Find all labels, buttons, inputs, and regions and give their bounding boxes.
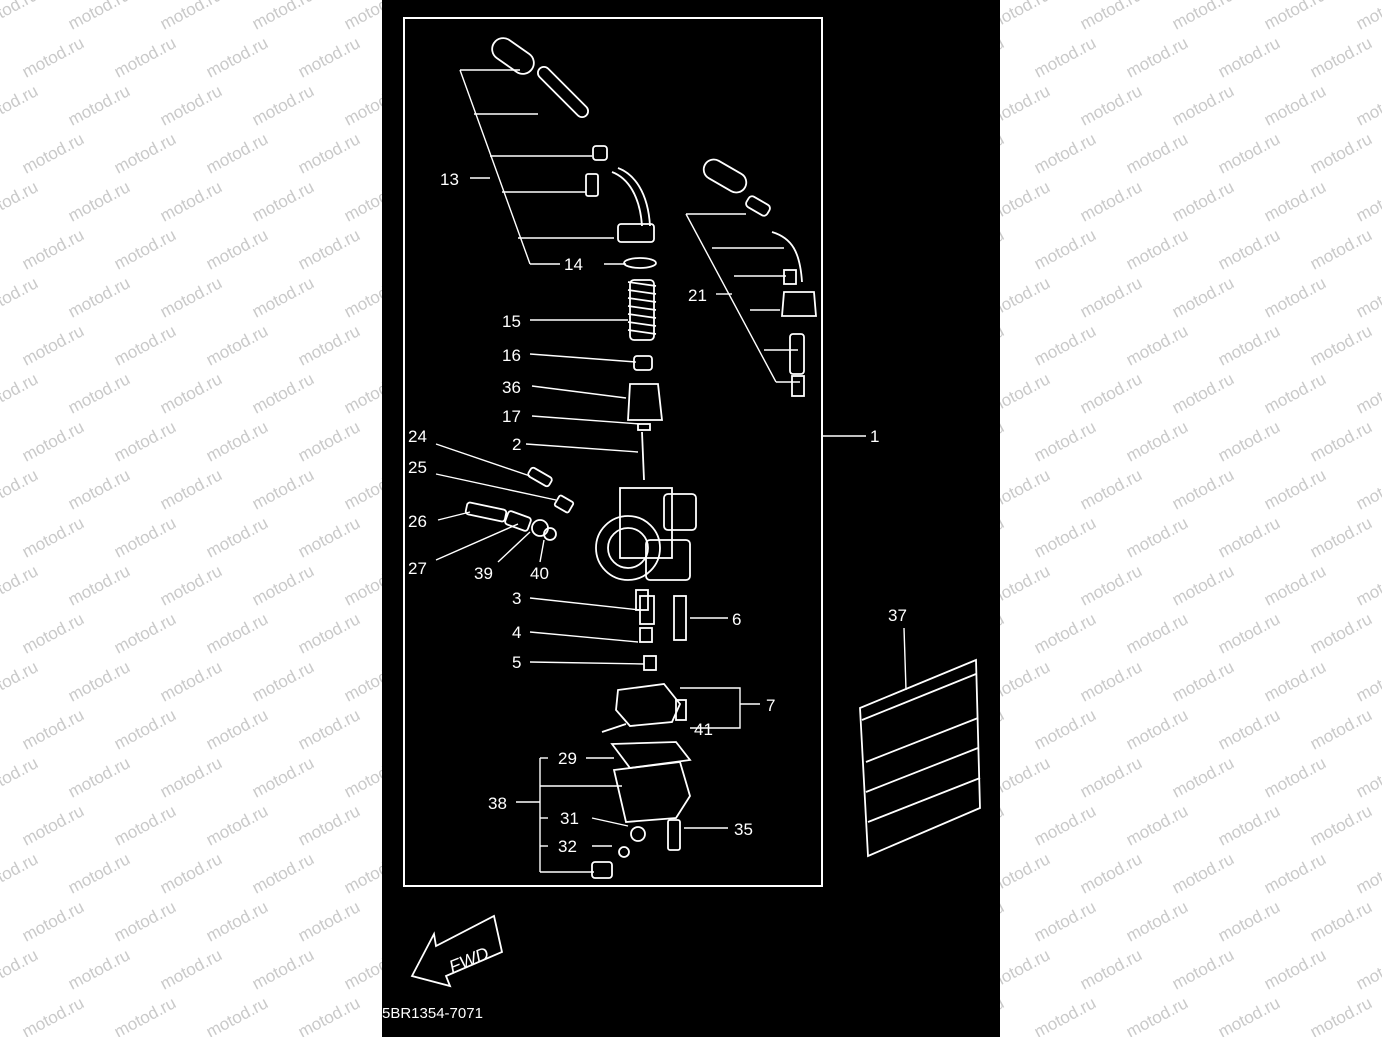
callout-label-17: 17 <box>502 407 521 426</box>
washer-32-part <box>618 846 630 858</box>
retainer-part <box>633 355 653 371</box>
jet-6-part <box>673 595 687 641</box>
leader-lines <box>435 69 907 873</box>
float-part <box>615 683 682 727</box>
callout-label-2: 2 <box>512 435 521 454</box>
callout-label-27: 27 <box>408 559 427 578</box>
washer-39-part <box>531 519 549 537</box>
callout-label-3: 3 <box>512 589 521 608</box>
o-ring-40-part <box>543 527 557 541</box>
washer-31-part <box>630 826 646 842</box>
callout-label-32: 32 <box>558 837 577 856</box>
jet-needle-part <box>641 431 645 481</box>
needle-valve-part <box>675 699 687 721</box>
callout-label-36: 36 <box>502 378 521 397</box>
assembly-frame <box>403 17 823 887</box>
spring-27-part <box>504 510 532 532</box>
callout-label-25: 25 <box>408 458 427 477</box>
callout-label-16: 16 <box>502 346 521 365</box>
carburetor-body-part <box>595 487 697 611</box>
callout-label-31: 31 <box>560 809 579 828</box>
forward-arrow-icon <box>410 914 504 988</box>
diagram-code: 5BR1354-7071 <box>382 1005 483 1022</box>
screw-26-part <box>464 501 508 523</box>
screw-25-part <box>553 494 575 514</box>
callout-label-14: 14 <box>564 255 583 274</box>
callout-label-6: 6 <box>732 610 741 629</box>
spring-part <box>627 279 657 341</box>
screw-24-part <box>527 466 553 488</box>
callout-label-5: 5 <box>512 653 521 672</box>
callout-label-41: 41 <box>694 720 713 739</box>
callout-label-40: 40 <box>530 564 549 583</box>
throttle-valve-part <box>627 383 664 421</box>
washer-part <box>623 257 657 269</box>
throttle-cable-part <box>491 37 655 243</box>
gasket-part <box>610 741 692 769</box>
parts <box>410 37 981 988</box>
gasket-kit-bag-part <box>859 658 981 858</box>
jet-4-part <box>639 627 653 643</box>
float-chamber-part <box>612 761 691 823</box>
needle-clip-part <box>637 423 651 431</box>
callout-label-38: 38 <box>488 794 507 813</box>
pin-41-part <box>601 723 627 733</box>
callout-label-13: 13 <box>440 170 459 189</box>
callout-label-35: 35 <box>734 820 753 839</box>
drain-screw-part <box>591 861 613 879</box>
choke-cable-part <box>702 158 817 397</box>
fwd-label: FWD <box>446 943 491 977</box>
callout-label-15: 15 <box>502 312 521 331</box>
callout-label-29: 29 <box>558 749 577 768</box>
callout-label-1: 1 <box>870 427 879 446</box>
screw-35-part <box>667 819 681 851</box>
callout-label-4: 4 <box>512 623 521 642</box>
jet-3-part <box>639 595 655 625</box>
callout-label-37: 37 <box>888 606 907 625</box>
callout-label-26: 26 <box>408 512 427 531</box>
callout-label-21: 21 <box>688 286 707 305</box>
callout-label-24: 24 <box>408 427 427 446</box>
callout-label-39: 39 <box>474 564 493 583</box>
callout-label-7: 7 <box>766 696 775 715</box>
jet-5-part <box>643 655 657 671</box>
callout-labels: 1 2 3 4 5 6 7 13 14 15 16 17 21 24 25 26 27 29 31 32 35 36 37 3… <box>408 170 907 856</box>
